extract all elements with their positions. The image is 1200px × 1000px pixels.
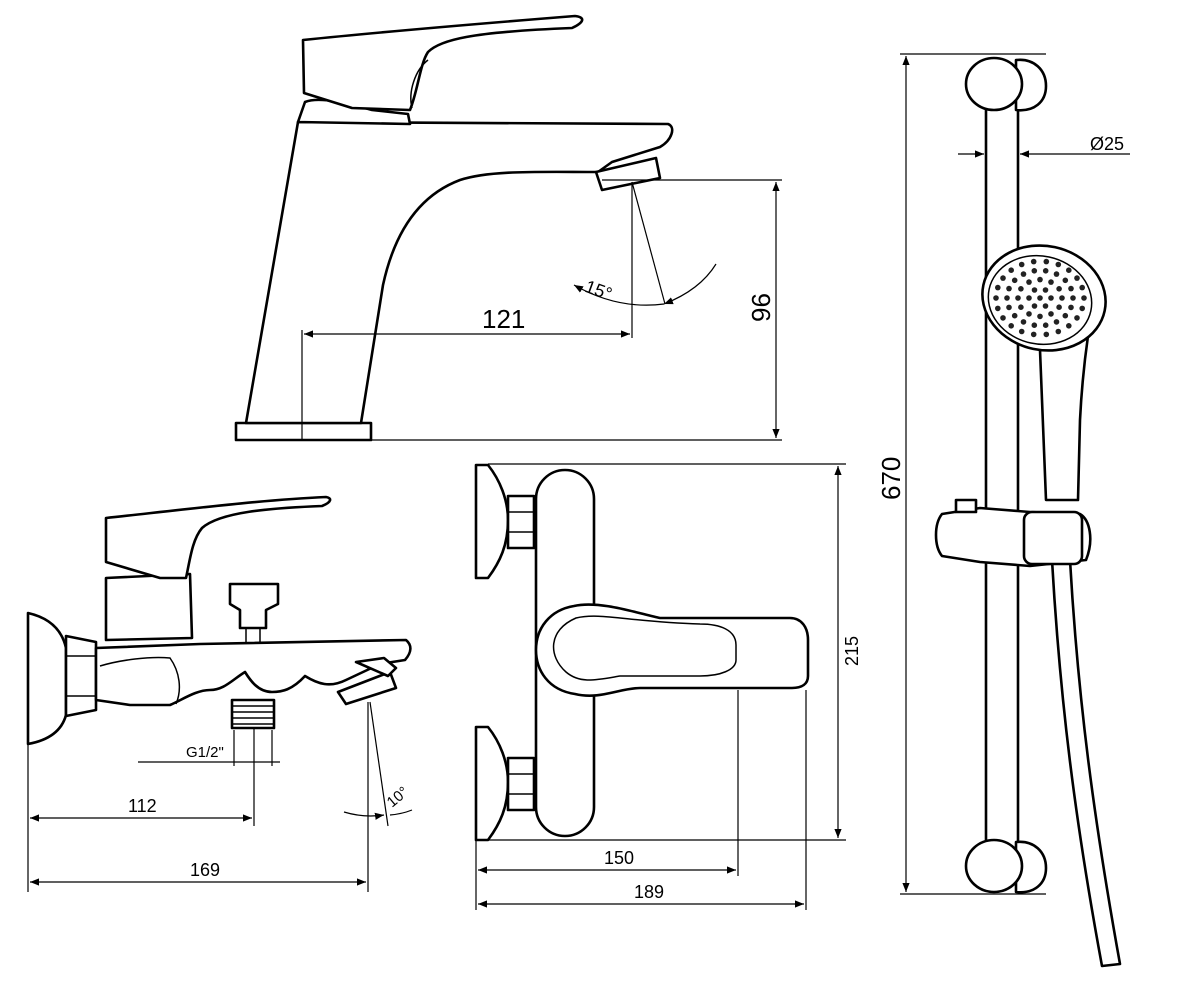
nozzle-dot: [1026, 295, 1032, 301]
nozzle-dot: [1068, 285, 1074, 292]
nozzle-dot: [1000, 315, 1006, 321]
nozzle-dot: [1079, 305, 1085, 312]
nozzle-dot: [1030, 258, 1037, 265]
bath-mixer-body: [94, 638, 412, 707]
wall-flange: [26, 611, 68, 746]
nozzle-dot: [1006, 304, 1012, 311]
front-lever: [534, 603, 810, 697]
nozzle-dot: [1055, 261, 1062, 268]
nozzle-dot: [1048, 279, 1054, 285]
nozzle-dot: [1048, 311, 1054, 317]
basin-mixer-body: [244, 120, 674, 425]
shower-nozzles: [993, 258, 1087, 338]
nozzle-dot: [1031, 303, 1038, 309]
nozzle-dot: [1043, 258, 1050, 265]
nozzle-dot: [1020, 319, 1027, 325]
rail-top-bracket: [964, 56, 1024, 112]
outlet-dim-label: 112: [128, 796, 157, 816]
nozzle-dot: [1011, 277, 1018, 284]
bath-mixer-front-drawing: 215 150 189: [474, 463, 862, 910]
front-bottom-flange: [474, 725, 510, 842]
nozzle-dot: [1042, 287, 1049, 293]
front-height-dim-label: 215: [842, 636, 862, 666]
nozzle-dot: [1056, 286, 1062, 292]
nozzle-dot: [995, 284, 1001, 291]
nozzle-dot: [1011, 312, 1018, 319]
nozzle-dot: [1074, 315, 1080, 321]
basin-mixer-drawing: 15° 121 96: [234, 14, 782, 442]
nozzle-dot: [1048, 295, 1054, 301]
nozzle-dot: [1018, 304, 1024, 311]
nozzle-dot: [1000, 275, 1006, 281]
nozzle-dot: [1053, 271, 1060, 277]
rail-length-dim-label: 670: [876, 457, 906, 500]
nozzle-dot: [1031, 287, 1038, 293]
nozzle-dot: [1026, 311, 1032, 317]
nozzle-dot: [1042, 303, 1049, 309]
nozzle-dot: [1031, 322, 1038, 329]
overall-dim-label: 169: [190, 860, 220, 880]
nozzle-dot: [1042, 322, 1049, 329]
rail-bottom-bracket: [964, 838, 1024, 894]
bath-spout-aerator: [336, 670, 398, 706]
nozzle-dot: [1008, 323, 1014, 329]
nozzle-dot: [1037, 313, 1043, 320]
nozzle-dot: [995, 305, 1001, 312]
nozzle-dot: [1008, 267, 1014, 274]
nozzle-dot: [1004, 295, 1010, 301]
nozzle-dot: [1037, 295, 1043, 301]
basin-mixer-handle: [301, 14, 584, 112]
nozzle-dot: [1043, 331, 1050, 338]
nozzle-dot: [1062, 312, 1069, 319]
height-dim-label: 96: [746, 293, 776, 322]
bath-mixer-handle: [104, 495, 332, 580]
nozzle-dot: [1053, 319, 1060, 325]
front-width-dim-label: 189: [634, 882, 664, 902]
nozzle-dot: [1037, 276, 1043, 283]
thread-label: G1/2": [186, 744, 224, 761]
shower-hose: [1050, 558, 1122, 968]
projection-dim-label: 121: [482, 304, 525, 334]
nozzle-dot: [1031, 268, 1038, 274]
nozzle-dot: [1042, 268, 1049, 274]
nozzle-dot: [1018, 286, 1024, 292]
lever-dim-label: 150: [604, 848, 634, 868]
front-top-flange: [474, 463, 510, 580]
hex-nut: [64, 634, 98, 718]
nozzle-dot: [1018, 261, 1025, 268]
hand-shower-body: [1038, 334, 1090, 502]
nozzle-dot: [1018, 328, 1025, 335]
basin-mixer-aerator: [594, 156, 662, 192]
bath-mixer-side-drawing: G1/2" 112 169 10°: [26, 495, 413, 892]
nozzle-dot: [1079, 284, 1085, 291]
nozzle-dot: [1020, 271, 1027, 277]
nozzle-dot: [1030, 331, 1037, 338]
nozzle-dot: [1056, 304, 1062, 311]
nozzle-dot: [1026, 279, 1032, 285]
nozzle-dot: [1066, 267, 1072, 274]
nozzle-dot: [1068, 304, 1074, 311]
spout-angle-label: 10°: [384, 783, 412, 811]
diverter-knob: [228, 582, 280, 630]
nozzle-dot: [1081, 295, 1087, 301]
nozzle-dot: [1070, 295, 1076, 301]
nozzle-dot: [1066, 323, 1072, 329]
basin-mixer-base: [234, 421, 373, 442]
nozzle-dot: [993, 295, 999, 301]
nozzle-dot: [1059, 295, 1065, 301]
rail-diameter-dim-label: Ø25: [1090, 134, 1124, 154]
shower-rail-bar: [984, 86, 1020, 870]
nozzle-dot: [1006, 285, 1012, 292]
shower-rail-drawing: 670 Ø25: [876, 53, 1130, 968]
nozzle-dot: [1015, 295, 1021, 301]
nozzle-dot: [1074, 275, 1080, 281]
nozzle-dot: [1062, 277, 1069, 284]
nozzle-dot: [1055, 328, 1062, 335]
